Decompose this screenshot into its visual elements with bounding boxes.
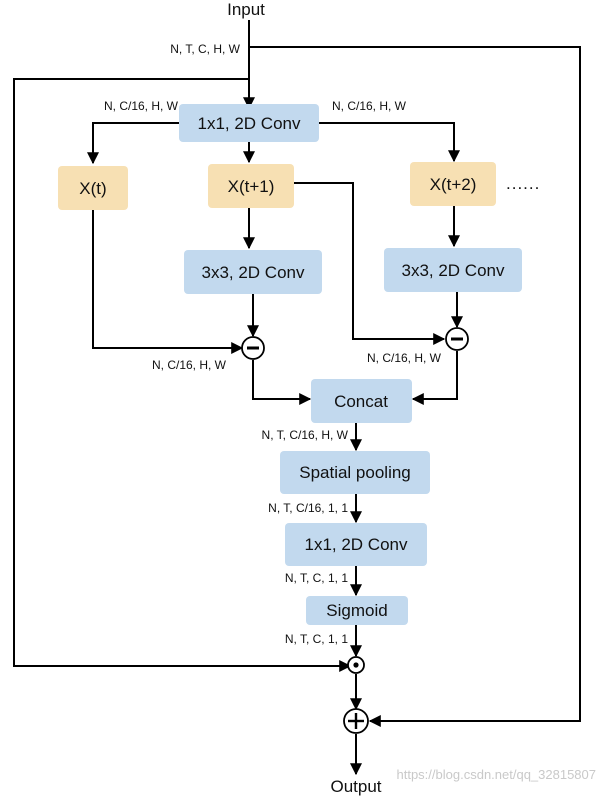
- xt1-label: X(t+1): [228, 177, 275, 196]
- spatial-pooling-block: Spatial pooling: [280, 451, 430, 494]
- concat-block: Concat: [311, 379, 412, 423]
- conv1-block: 1x1, 2D Conv: [179, 104, 319, 142]
- arrow-to-xt2: [319, 122, 460, 163]
- xt2-block: X(t+2): [410, 162, 496, 206]
- conv1b-label: 1x1, 2D Conv: [305, 535, 408, 554]
- dim-conv-right: N, C/16, H, W: [332, 99, 407, 113]
- watermark: https://blog.csdn.net/qq_32815807: [397, 767, 597, 782]
- dim-concat-out: N, T, C/16, H, W: [262, 428, 349, 442]
- xt2-label: X(t+2): [430, 175, 477, 194]
- conv3a-block: 3x3, 2D Conv: [184, 250, 322, 294]
- sigmoid-block: Sigmoid: [306, 596, 408, 625]
- arrow-to-xt: [87, 122, 179, 165]
- xt-label: X(t): [79, 179, 106, 198]
- conv3a-label: 3x3, 2D Conv: [202, 263, 305, 282]
- spatial-pooling-label: Spatial pooling: [299, 463, 411, 482]
- dim-diff-right: N, C/16, H, W: [367, 351, 442, 365]
- dim-conv-left: N, C/16, H, W: [104, 99, 179, 113]
- multiply-icon: [347, 656, 365, 674]
- sigmoid-label: Sigmoid: [326, 601, 387, 620]
- minus-left-to-concat: [252, 360, 312, 405]
- dim-conv-out: N, T, C, 1, 1: [285, 571, 348, 585]
- xt-to-minus-left: [92, 210, 244, 354]
- output-label: Output: [330, 777, 381, 796]
- conv1-label: 1x1, 2D Conv: [198, 114, 301, 133]
- dim-pool-out: N, T, C/16, 1, 1: [268, 501, 348, 515]
- concat-label: Concat: [334, 392, 388, 411]
- add-icon: [343, 708, 369, 734]
- conv3b-label: 3x3, 2D Conv: [402, 261, 505, 280]
- connectors: [13, 20, 581, 776]
- minus-left-icon: [241, 336, 265, 360]
- xt1-block: X(t+1): [208, 164, 294, 208]
- skip-to-multiply-line: [13, 78, 352, 672]
- xt-block: X(t): [58, 166, 128, 210]
- minus-right-to-concat: [411, 351, 458, 405]
- conv1b-block: 1x1, 2D Conv: [285, 523, 427, 566]
- dim-diff-left: N, C/16, H, W: [152, 358, 227, 372]
- more-frames-ellipsis: ......: [506, 174, 540, 193]
- dim-input: N, T, C, H, W: [170, 42, 240, 56]
- input-label: Input: [227, 0, 265, 19]
- minus-right-icon: [445, 327, 469, 351]
- dim-sigmoid-out: N, T, C, 1, 1: [285, 632, 348, 646]
- conv3b-block: 3x3, 2D Conv: [384, 248, 522, 292]
- xt1-to-minus-right: [294, 182, 446, 345]
- skip-to-add-line: [249, 46, 581, 727]
